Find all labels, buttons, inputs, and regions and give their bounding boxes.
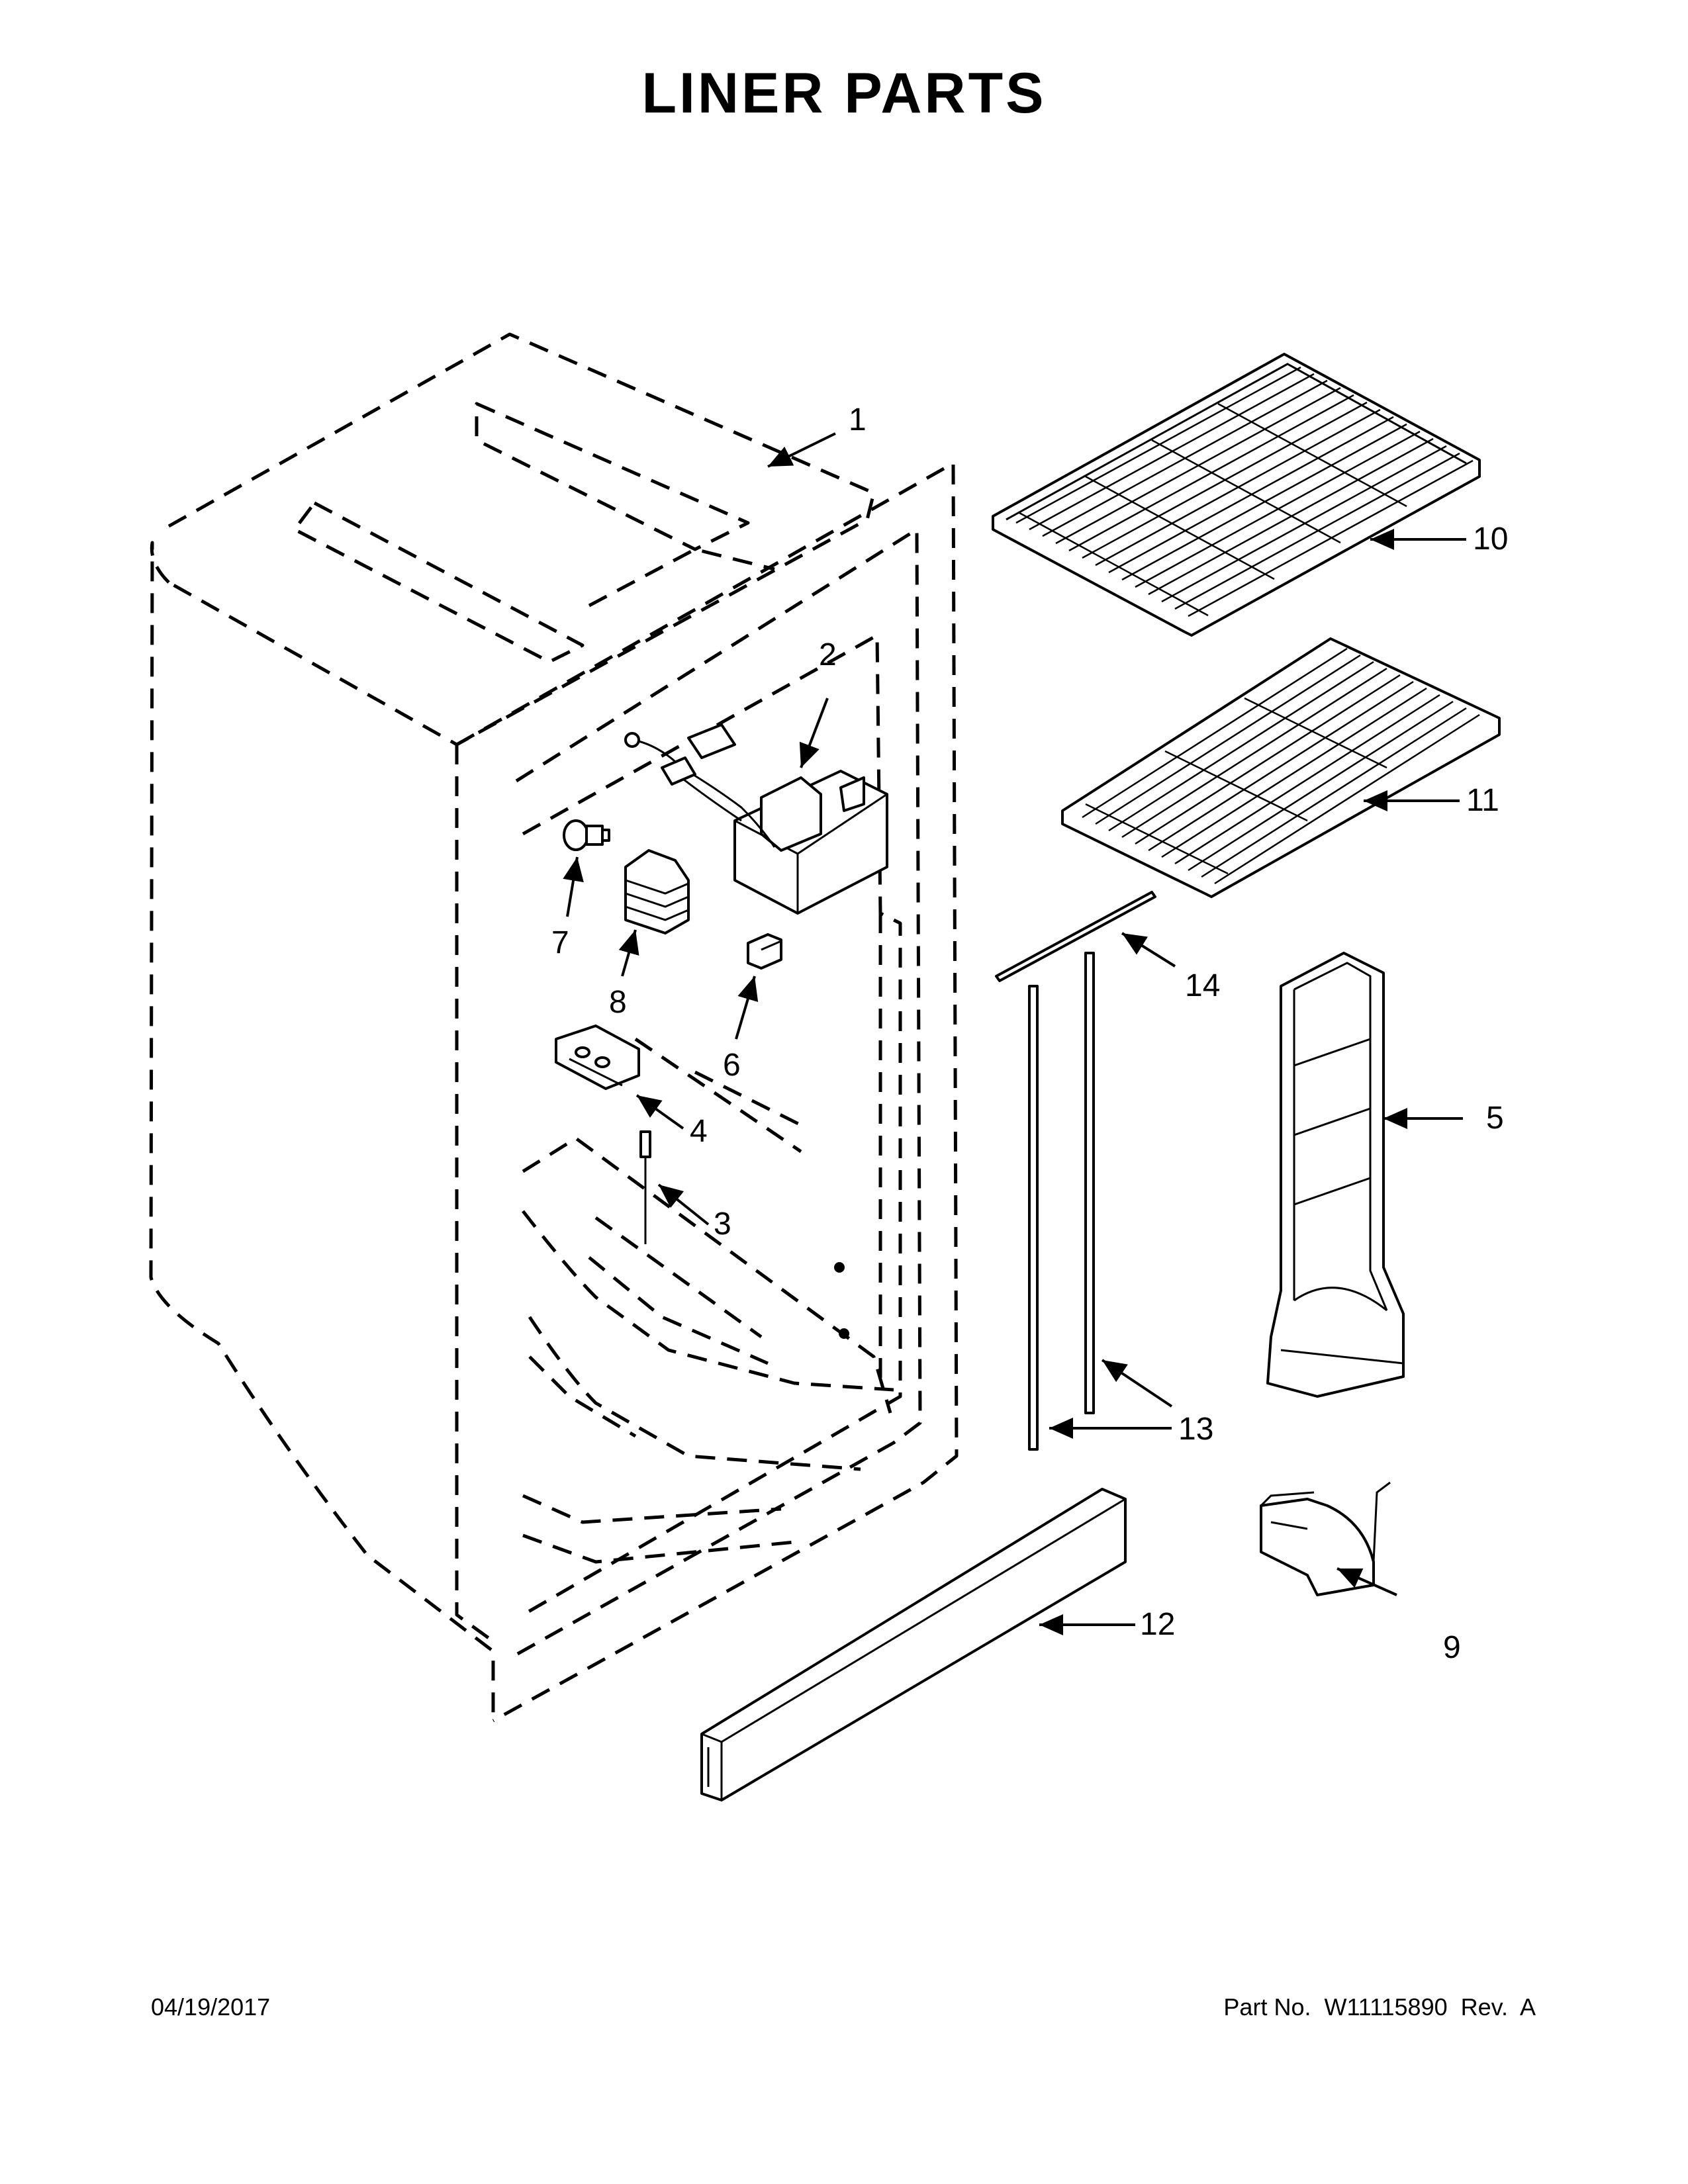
callout-10: 10: [1473, 522, 1508, 557]
callout-1: 1: [849, 402, 867, 437]
light-bulb-part-7: [563, 819, 610, 851]
callout-4: 4: [690, 1114, 708, 1149]
control-box-harness-part-2: [624, 723, 888, 915]
callout-13: 13: [1178, 1412, 1213, 1447]
wire-shelf-part-11: [1061, 637, 1501, 898]
switch-part-6: [747, 933, 782, 970]
callout-9: 9: [1443, 1630, 1461, 1665]
seal-strips-part-13: [1028, 952, 1095, 1451]
seal-strip-part-14: [995, 891, 1156, 982]
callout-2: 2: [819, 637, 837, 672]
leader-arrows: [563, 432, 1466, 1635]
light-housing-part-4: [555, 1024, 640, 1090]
kick-plate-part-12: [700, 1488, 1127, 1801]
bin-part-9: [1260, 1481, 1391, 1596]
callout-14: 14: [1185, 968, 1220, 1003]
callout-7: 7: [551, 925, 569, 960]
footer-part-number: Part No. W11115890 Rev. A: [1223, 1993, 1536, 2021]
footer-date: 04/19/2017: [151, 1993, 271, 2021]
callout-12: 12: [1140, 1607, 1175, 1642]
callout-11: 11: [1466, 783, 1499, 818]
callout-6: 6: [723, 1048, 741, 1083]
page-title: LINER PARTS: [641, 62, 1047, 125]
wire-shelf-part-10: [992, 353, 1481, 637]
liner-cabinet-part-1: [149, 332, 959, 1723]
callout-5: 5: [1486, 1101, 1504, 1136]
light-shield-part-8: [624, 849, 690, 934]
callout-labels: 1 2 3 4 5 6 7 8 9 10 11 12 13 14: [551, 402, 1508, 1665]
sensor-part-3: [639, 1130, 651, 1244]
callout-3: 3: [714, 1206, 731, 1242]
air-duct-part-5: [1266, 952, 1405, 1398]
callout-8: 8: [609, 985, 627, 1020]
